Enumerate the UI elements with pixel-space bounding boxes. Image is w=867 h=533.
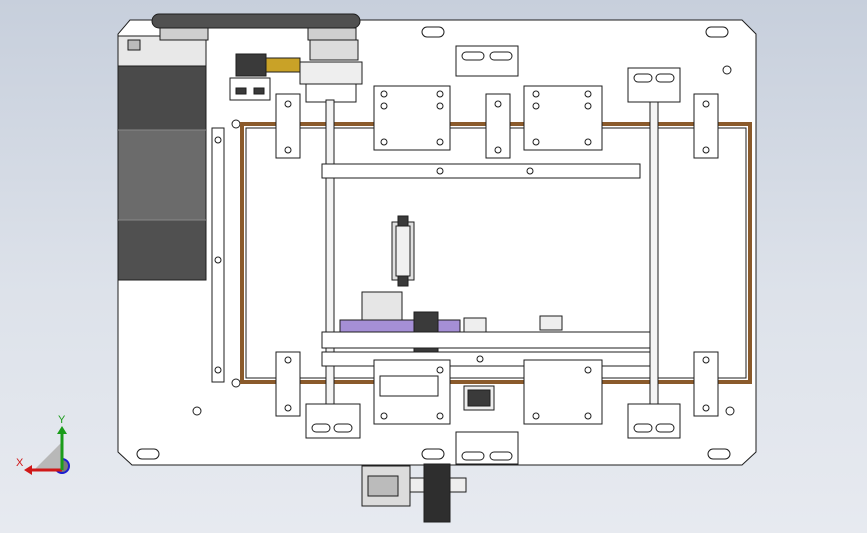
sprocket[interactable]	[391, 215, 415, 287]
drive-pulley[interactable]	[299, 39, 363, 103]
x-axis-head	[24, 465, 32, 475]
y-axis-label: Y	[58, 414, 66, 426]
coordinate-triad	[24, 426, 70, 475]
bearing-support-blocks	[275, 45, 719, 465]
limit-sensor[interactable]	[229, 53, 301, 101]
y-axis-head	[57, 426, 67, 434]
carriage-block-left-bottom[interactable]	[373, 359, 451, 425]
carriage-block-left-top[interactable]	[373, 85, 451, 151]
cross-bar-top[interactable]	[321, 163, 641, 179]
x-axis-label: X	[16, 457, 24, 469]
triad-plane	[34, 442, 62, 470]
guide-rod-right	[649, 99, 659, 407]
carriage-block-right-top[interactable]	[523, 85, 603, 151]
carriage-block-right-bottom[interactable]	[523, 359, 603, 425]
bottom-actuator[interactable]	[361, 463, 467, 523]
timing-belt	[151, 13, 361, 41]
side-rail-left	[211, 127, 225, 383]
stepper-motor[interactable]	[117, 35, 207, 281]
idler-pulley[interactable]	[463, 385, 495, 411]
